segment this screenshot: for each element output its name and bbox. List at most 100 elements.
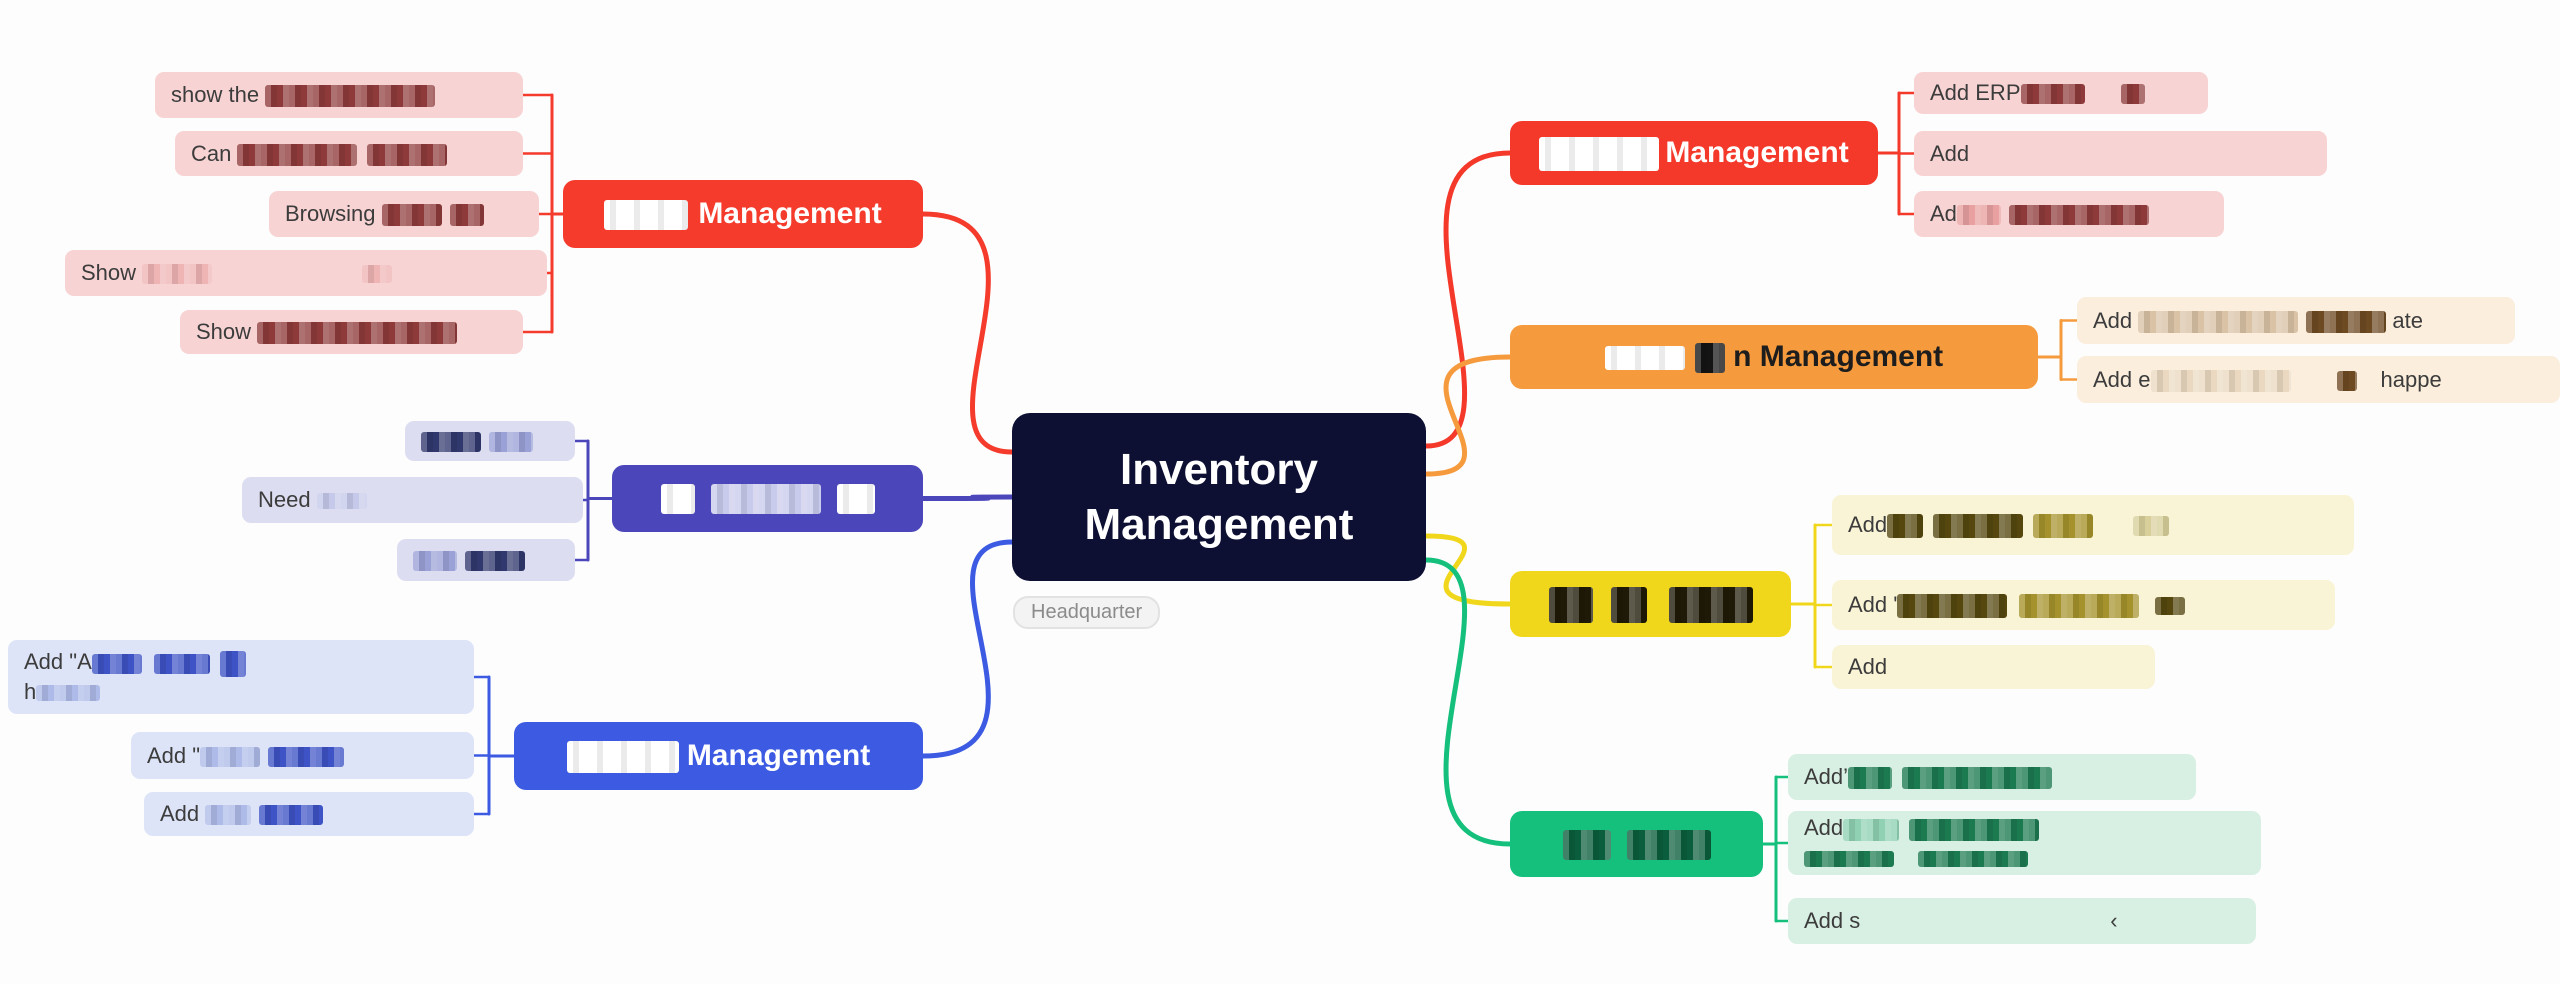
leaf-node-content: Add [1848, 652, 1887, 682]
branch-node-bottom-left-blue[interactable]: Management [514, 722, 923, 790]
leaf-node-bottom-left-blue-2[interactable]: Add " [131, 732, 474, 779]
spacer [2023, 531, 2033, 532]
spacer [142, 668, 154, 669]
branch-node-right-green[interactable] [1510, 811, 1763, 877]
text-fragment: Show [196, 319, 258, 345]
text-fragment: Add e [2093, 366, 2151, 392]
text-fragment: Add [160, 801, 206, 827]
text-fragment: ate [2386, 307, 2423, 333]
branch-node-label: n Management [1604, 337, 1943, 378]
redacted-text-block [489, 432, 533, 453]
leaf-node-content: Need [258, 485, 367, 515]
leaf-node-content: Show [81, 258, 393, 288]
leaf-node-right-yellow-2[interactable]: Add ' [1832, 580, 2335, 630]
leaf-node-right-green-3[interactable]: Add s‹ [1788, 898, 2256, 944]
leaf-node-mid-left-purple-3[interactable] [397, 539, 575, 581]
text-fragment: Management [698, 196, 882, 230]
leaf-node-top-left-red-5[interactable]: Show [180, 310, 523, 354]
redacted-text-block [1887, 514, 1924, 539]
text-fragment: Ad [1930, 201, 1957, 227]
branch-node-right-yellow[interactable] [1510, 571, 1791, 637]
text-fragment: Add "A [24, 649, 92, 675]
redacted-text-block [153, 653, 210, 674]
central-topic-node[interactable]: Inventory Management [1012, 413, 1426, 581]
leaf-node-content [421, 426, 533, 456]
redacted-text-block [1539, 136, 1660, 171]
branch-node-top-left-red[interactable]: Management [563, 180, 923, 248]
leaf-node-content: Add "A h [24, 647, 246, 706]
spacer [1894, 864, 1918, 865]
connector-path [920, 211, 1015, 455]
redacted-text-block [1902, 767, 2053, 790]
branch-node-right-orange[interactable]: n Management [1510, 325, 2038, 389]
leaf-node-mid-left-purple-1[interactable] [405, 421, 575, 461]
text-fragment: Need [258, 487, 317, 513]
text-fragment: Add [1848, 654, 1888, 680]
leaf-node-top-right-red-2[interactable]: Add [1914, 131, 2327, 176]
redacted-text-block [1610, 586, 1647, 623]
leaf-node-top-left-red-2[interactable]: Can [175, 131, 523, 176]
spacer [442, 220, 450, 221]
leaf-node-top-right-red-3[interactable]: Ad [1914, 191, 2224, 237]
redacted-text-block [1548, 586, 1593, 623]
leaf-node-top-left-red-4[interactable]: Show [65, 250, 547, 296]
spacer [821, 506, 837, 507]
redacted-text-block [316, 493, 367, 510]
redacted-text-block [36, 685, 101, 702]
spacer [210, 668, 220, 669]
spacer [679, 764, 687, 765]
leaf-node-top-left-red-3[interactable]: Browsing [269, 191, 539, 237]
redacted-text-block [362, 265, 393, 284]
spacer [688, 222, 698, 223]
leaf-node-right-green-1[interactable]: Add’ [1788, 754, 2196, 800]
leaf-node-content: Ad [1930, 199, 2149, 229]
branch-node-label: Management [566, 736, 870, 777]
leaf-node-right-yellow-1[interactable]: Add [1832, 495, 2354, 555]
leaf-node-content: Add ate [2093, 306, 2423, 336]
leaf-node-content: Add [1930, 139, 1969, 169]
redacted-text-block [1626, 829, 1711, 860]
spacer [2139, 611, 2155, 612]
text-fragment: Add ' [1848, 592, 1898, 618]
branch-node-top-right-red[interactable]: Management [1510, 121, 1878, 185]
headquarter-badge[interactable]: Headquarter [1013, 596, 1161, 629]
redacted-text-block [2306, 310, 2387, 333]
spacer [1899, 834, 1909, 835]
redacted-text-block [265, 85, 436, 108]
spacer [2298, 327, 2306, 328]
spacer [251, 820, 259, 821]
redacted-text-block [268, 746, 345, 767]
spacer [1685, 365, 1695, 366]
redacted-text-block [2019, 594, 2140, 619]
spacer [481, 447, 489, 448]
leaf-node-bottom-left-blue-3[interactable]: Add [144, 792, 474, 836]
leaf-node-content: Add ERP [1930, 78, 2145, 108]
text-fragment: ‹ [2110, 908, 2118, 934]
leaf-node-content: Add [1848, 510, 2170, 540]
redacted-text-block [205, 805, 252, 826]
spacer [2085, 99, 2121, 100]
branch-node-mid-left-purple[interactable] [612, 465, 923, 532]
redacted-text-block [2336, 370, 2357, 391]
text-fragment: Add [1930, 140, 1970, 166]
redacted-text-block [1604, 345, 1685, 370]
leaf-node-bottom-left-blue-1[interactable]: Add "A h [8, 640, 474, 714]
leaf-node-top-right-red-1[interactable]: Add ERP [1914, 72, 2208, 114]
text-fragment: h [24, 679, 37, 704]
redacted-text-block [413, 551, 457, 572]
spacer [2007, 611, 2019, 612]
redacted-text-block [219, 650, 246, 677]
leaf-node-right-green-2[interactable]: Add [1788, 811, 2261, 875]
redacted-text-block [2008, 205, 2149, 226]
branch-node-label [1548, 584, 1753, 625]
redacted-text-block [1804, 851, 1894, 868]
leaf-node-top-left-red-1[interactable]: show the [155, 72, 523, 118]
leaf-node-mid-left-purple-2[interactable]: Need [242, 477, 583, 523]
branch-node-label [660, 478, 875, 519]
redacted-text-block [1668, 586, 1753, 623]
leaf-node-right-yellow-3[interactable]: Add [1832, 645, 2155, 689]
leaf-node-right-orange-1[interactable]: Add ate [2077, 297, 2515, 344]
redacted-text-block [660, 484, 695, 515]
